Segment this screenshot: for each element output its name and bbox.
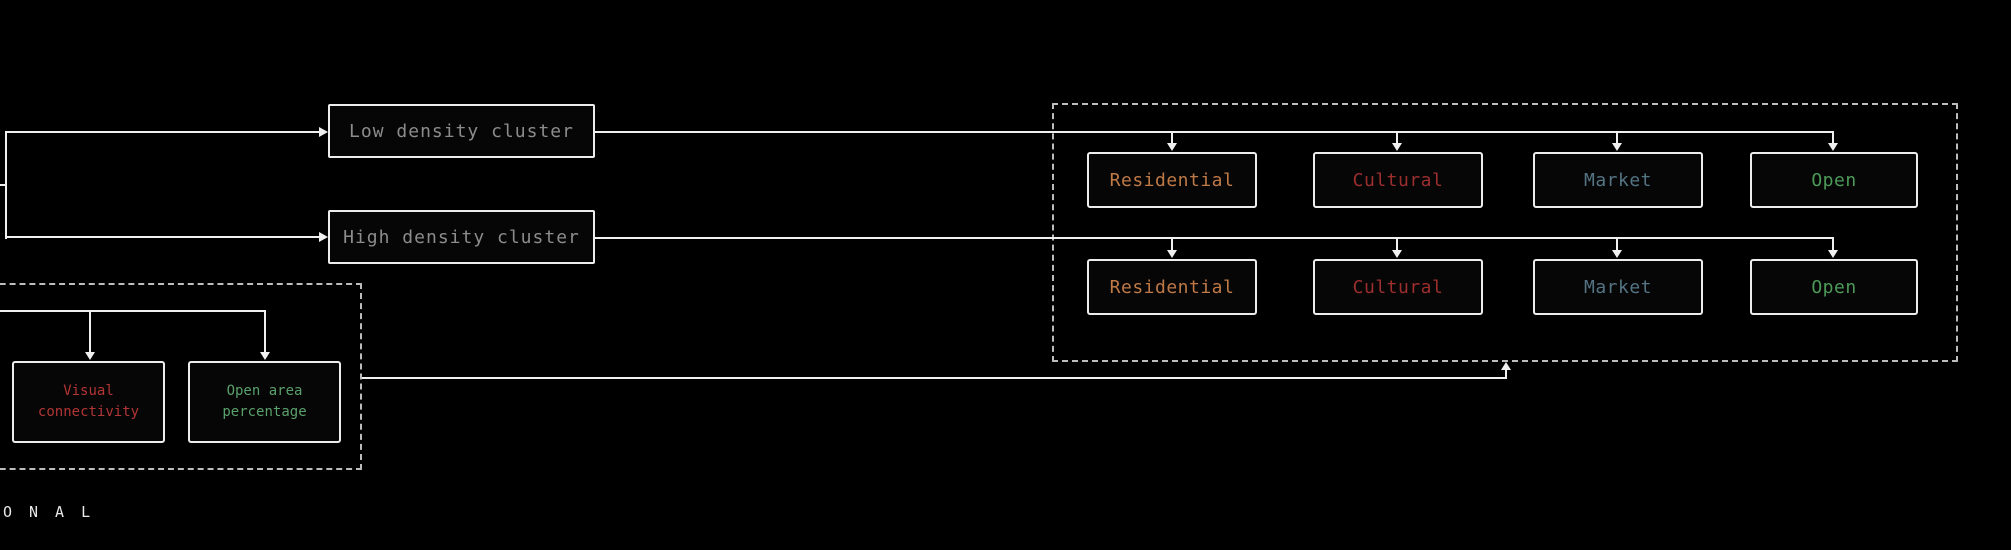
connector-line <box>1832 131 1834 144</box>
node-label: Cultural <box>1352 276 1444 298</box>
arrowhead-down-icon <box>1167 250 1177 258</box>
node-label: Open <box>1811 276 1857 298</box>
connector-line <box>89 310 91 352</box>
connector-line <box>1505 370 1507 379</box>
connector-line <box>1396 131 1398 144</box>
arrowhead-down-icon <box>1828 250 1838 258</box>
arrowhead-down-icon <box>1612 250 1622 258</box>
node-residential-row1: Residential <box>1087 152 1257 208</box>
node-label: Low density cluster <box>349 120 574 142</box>
connector-line <box>0 310 266 312</box>
node-label: Cultural <box>1352 169 1444 191</box>
node-label: Residential <box>1109 276 1235 298</box>
node-market-row2: Market <box>1533 259 1703 315</box>
arrowhead-down-icon <box>85 352 95 360</box>
arrowhead-down-icon <box>1828 143 1838 151</box>
connector-line <box>595 237 1834 239</box>
connector-line <box>1396 237 1398 250</box>
connector-line <box>5 236 319 238</box>
node-open-area-percentage: Open area percentage <box>188 361 341 443</box>
connector-line <box>5 131 7 239</box>
metrics-group-container <box>0 283 362 470</box>
arrowhead-right-icon <box>319 127 328 137</box>
connector-line <box>264 310 266 352</box>
node-market-row1: Market <box>1533 152 1703 208</box>
node-label: Visual connectivity <box>37 383 140 420</box>
caption-text-fragment: ONAL <box>3 503 108 521</box>
node-label: Residential <box>1109 169 1235 191</box>
arrowhead-up-icon <box>1501 362 1511 370</box>
arrowhead-down-icon <box>260 352 270 360</box>
connector-line <box>1171 237 1173 250</box>
connector-line <box>362 377 1507 379</box>
connector-line <box>0 184 6 186</box>
category-group-container <box>1052 103 1958 362</box>
connector-line <box>1832 237 1834 250</box>
node-label: Open area percentage <box>222 383 307 420</box>
arrowhead-down-icon <box>1392 143 1402 151</box>
node-open-row1: Open <box>1750 152 1918 208</box>
node-label: Market <box>1583 169 1653 191</box>
connector-line <box>1616 131 1618 144</box>
node-high-density-cluster: High density cluster <box>328 210 595 264</box>
arrowhead-down-icon <box>1612 143 1622 151</box>
connector-line <box>1171 131 1173 144</box>
node-residential-row2: Residential <box>1087 259 1257 315</box>
arrowhead-down-icon <box>1392 250 1402 258</box>
node-cultural-row1: Cultural <box>1313 152 1483 208</box>
node-label: High density cluster <box>343 226 580 248</box>
connector-line <box>1616 237 1618 250</box>
connector-line <box>595 131 1834 133</box>
node-label: Market <box>1583 276 1653 298</box>
connector-line <box>5 131 319 133</box>
arrowhead-right-icon <box>319 232 328 242</box>
arrowhead-down-icon <box>1167 143 1177 151</box>
node-open-row2: Open <box>1750 259 1918 315</box>
node-low-density-cluster: Low density cluster <box>328 104 595 158</box>
node-label: Open <box>1811 169 1857 191</box>
node-visual-connectivity: Visual connectivity <box>12 361 165 443</box>
node-cultural-row2: Cultural <box>1313 259 1483 315</box>
